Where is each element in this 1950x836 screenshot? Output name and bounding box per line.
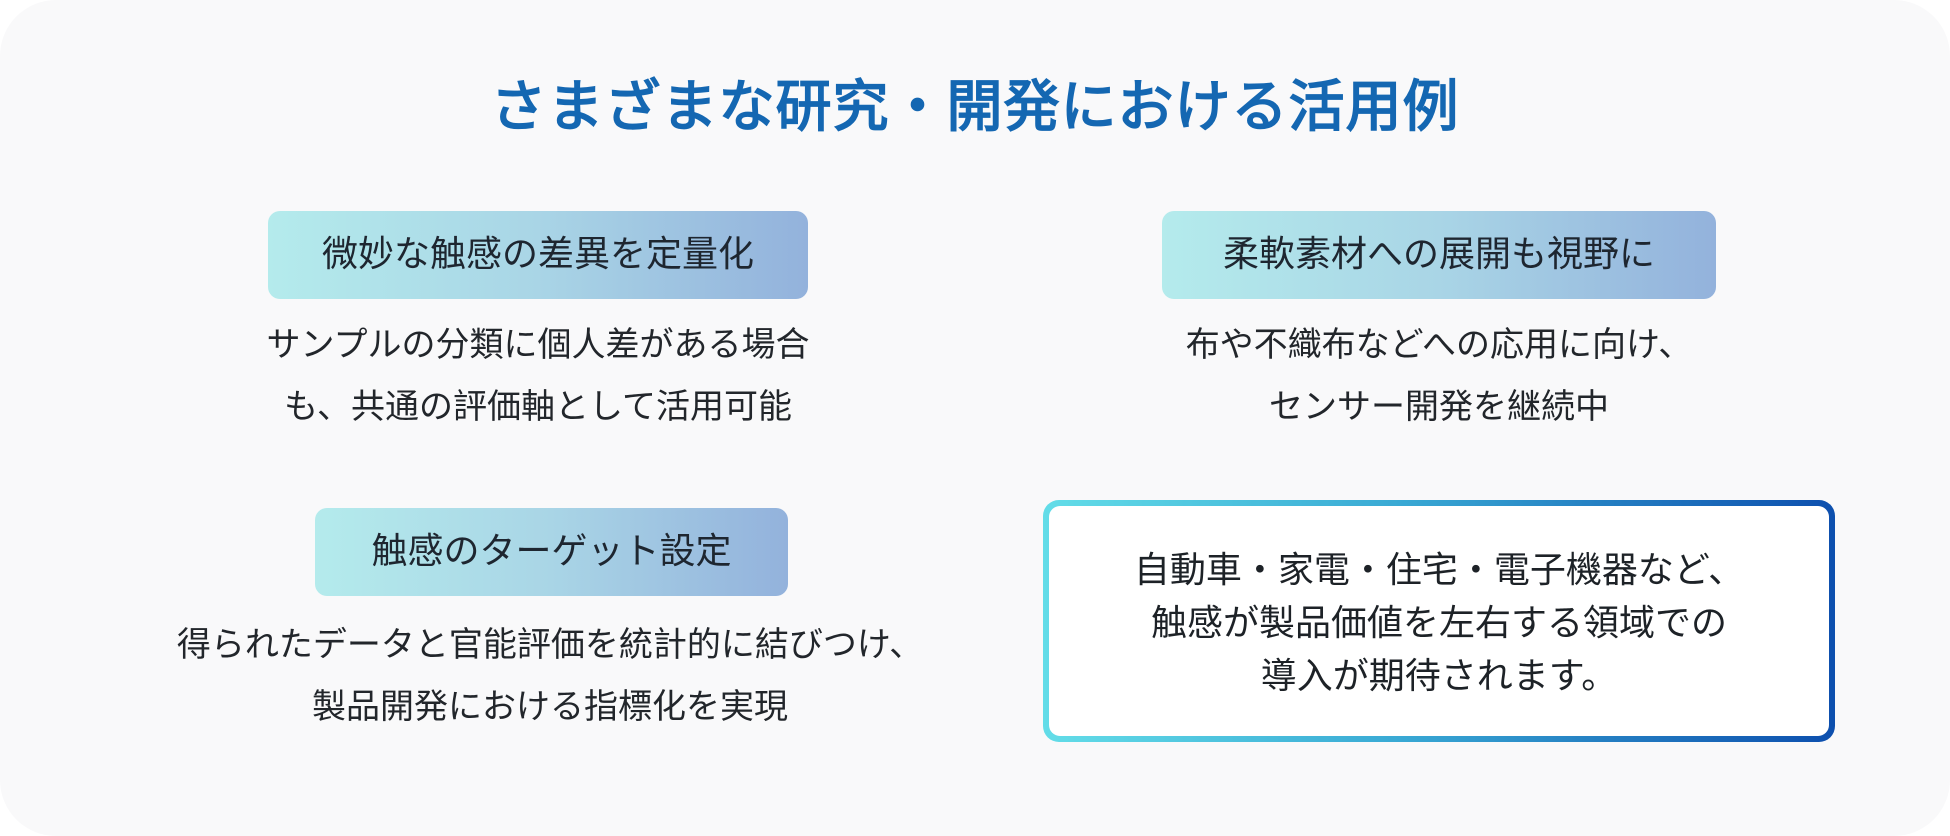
description-quantify-texture: サンプルの分類に個人差がある場合 も、共通の評価軸として活用可能 <box>218 314 858 438</box>
application-callout: 自動車・家電・住宅・電子機器など、 触感が製品価値を左右する領域での 導入が期待… <box>1043 500 1835 742</box>
description-line: も、共通の評価軸として活用可能 <box>284 387 792 427</box>
heading-flexible-materials: 柔軟素材への展開も視野に <box>1162 211 1716 299</box>
callout-line: 導入が期待されます。 <box>1260 656 1618 697</box>
description-line: サンプルの分類に個人差がある場合 <box>266 325 810 365</box>
page-title: さまざまな研究・開発における活用例 <box>490 75 1460 140</box>
description-line: センサー開発を継続中 <box>1269 387 1609 427</box>
callout-content: 自動車・家電・住宅・電子機器など、 触感が製品価値を左右する領域での 導入が期待… <box>1049 506 1829 736</box>
description-line: 得られたデータと官能評価を統計的に結びつけ、 <box>176 625 924 665</box>
description-flexible-materials: 布や不織布などへの応用に向け、 センサー開発を継続中 <box>1119 314 1759 438</box>
heading-quantify-texture: 微妙な触感の差異を定量化 <box>268 211 808 299</box>
callout-line: 自動車・家電・住宅・電子機器など、 <box>1133 550 1745 591</box>
description-line: 製品開発における指標化を実現 <box>312 687 788 727</box>
description-line: 布や不織布などへの応用に向け、 <box>1185 325 1693 365</box>
heading-target-setting: 触感のターゲット設定 <box>315 508 788 596</box>
description-target-setting: 得られたデータと官能評価を統計的に結びつけ、 製品開発における指標化を実現 <box>100 614 1000 738</box>
callout-line: 触感が製品価値を左右する領域での <box>1150 603 1727 644</box>
